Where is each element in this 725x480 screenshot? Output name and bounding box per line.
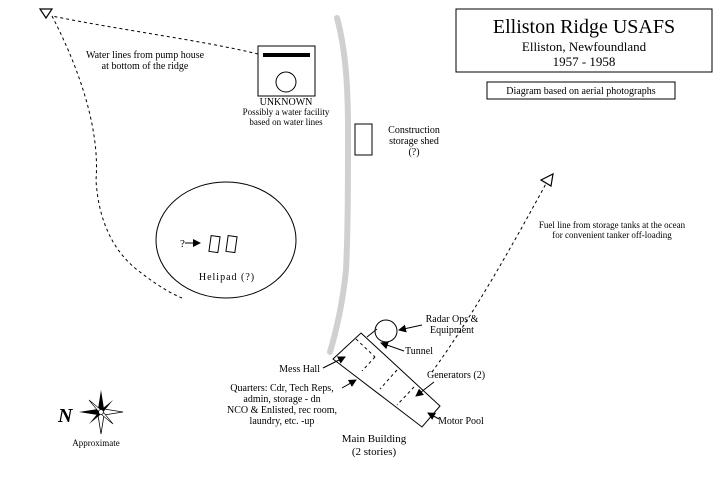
unknown-note-1: Possibly a water facility bbox=[243, 107, 330, 117]
radar-label-2: Equipment bbox=[430, 325, 474, 336]
quarters-label-3: NCO & Enlisted, rec room, bbox=[227, 405, 337, 416]
water-lines-label-1: Water lines from pump house bbox=[86, 50, 205, 61]
generators-label: Generators (2) bbox=[427, 370, 485, 381]
years: 1957 - 1958 bbox=[553, 54, 616, 69]
helipad bbox=[155, 181, 297, 299]
fuel-line-label-1: Fuel line from storage tanks at the ocea… bbox=[539, 220, 686, 230]
tunnel-connector bbox=[366, 328, 378, 338]
radar-label-1: Radar Ops & bbox=[426, 314, 479, 325]
quarters-label-2: admin, storage - dn bbox=[243, 394, 320, 405]
unknown-note-2: based on water lines bbox=[249, 117, 323, 127]
shed-label-1: Construction bbox=[388, 125, 440, 136]
construction-shed bbox=[354, 123, 373, 156]
mess-hall-label: Mess Hall bbox=[279, 364, 320, 375]
fuel-line-label-2: for convenient tanker off-loading bbox=[552, 230, 672, 240]
compass-rose-icon bbox=[79, 390, 124, 435]
tunnel-label: Tunnel bbox=[405, 346, 433, 357]
compass-note: Approximate bbox=[72, 438, 120, 448]
main-building-label-2: (2 stories) bbox=[352, 446, 397, 458]
helipad-label: Helipad (?) bbox=[199, 272, 255, 283]
shed-label-2: storage shed bbox=[389, 136, 439, 147]
helipad-question-mark: ? bbox=[180, 238, 185, 250]
water-line bbox=[38, 8, 259, 299]
water-line-end-marker bbox=[38, 8, 54, 20]
main-building bbox=[332, 319, 441, 428]
title-box: Elliston Ridge USAFS Elliston, Newfoundl… bbox=[455, 8, 713, 73]
access-road bbox=[327, 15, 352, 355]
fuel-line-end-marker bbox=[539, 172, 554, 187]
shed-label-3: (?) bbox=[408, 147, 419, 158]
motor-pool-label: Motor Pool bbox=[438, 416, 484, 427]
compass-north-label: N bbox=[57, 405, 74, 427]
unknown-facility bbox=[257, 45, 316, 97]
main-building-label-1: Main Building bbox=[342, 433, 407, 445]
quarters-label-1: Quarters: Cdr, Tech Reps, bbox=[230, 383, 333, 394]
radar-dome bbox=[374, 319, 398, 343]
note-text: Diagram based on aerial photographs bbox=[506, 86, 656, 97]
fuel-line bbox=[431, 172, 554, 373]
location: Elliston, Newfoundland bbox=[522, 39, 647, 54]
note-box: Diagram based on aerial photographs bbox=[486, 81, 676, 100]
quarters-label-4: laundry, etc. -up bbox=[250, 416, 315, 427]
water-lines-label-2: at bottom of the ridge bbox=[102, 61, 189, 72]
title: Elliston Ridge USAFS bbox=[493, 16, 675, 38]
unknown-label: UNKNOWN bbox=[260, 97, 313, 108]
